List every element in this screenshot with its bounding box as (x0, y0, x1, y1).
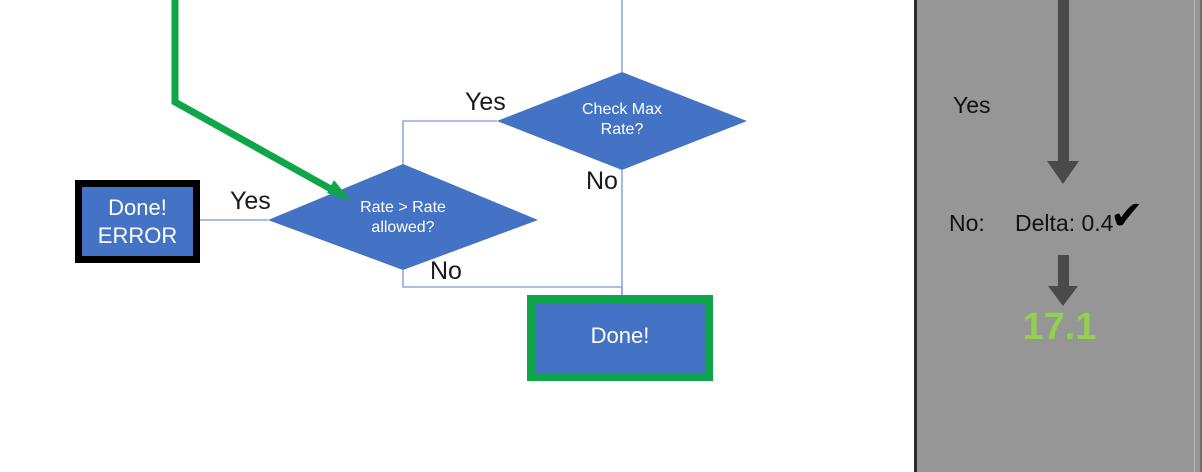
panel-vector-layer (1047, 0, 1079, 306)
arrow-down-long-icon (1047, 0, 1079, 184)
arrow-down-short-icon (1048, 255, 1078, 306)
highlight-path-green (171, 0, 340, 197)
panel-right-edge (1200, 0, 1202, 472)
flowchart-canvas: Done! ERROR Done! Rate > Rate allowed? C… (75, 0, 747, 381)
node-done[interactable] (527, 295, 713, 381)
panel-branch-no-label: No: (949, 210, 985, 236)
panel-result-value: 17.1 (1022, 306, 1097, 348)
panel-delta-value: Delta: 0.4 (1015, 210, 1114, 236)
check-mark-icon: ✔ (1110, 194, 1144, 238)
panel-divider (914, 0, 917, 472)
edge-label-yes-to-error: Yes (230, 187, 271, 215)
edge-label-no-from-max: No (586, 167, 618, 195)
decision-shape-rate-check (268, 164, 538, 270)
edge-label-yes-from-max: Yes (465, 88, 506, 116)
connector-maxrate-yes-to-rate (402, 120, 497, 164)
node-done-error[interactable] (75, 180, 200, 263)
panel-inner-rule (1194, 0, 1195, 472)
panel-branch-yes-label: Yes (953, 92, 991, 118)
highlight-arrowhead-green (327, 180, 351, 201)
edge-label-no-from-rate: No (430, 257, 462, 285)
annotation-panel: Yes No: Delta: 0.4 ✔ 17.1 (917, 0, 1202, 472)
decision-shape-max-rate (497, 72, 747, 170)
flowchart-vector-layer (171, 0, 747, 295)
